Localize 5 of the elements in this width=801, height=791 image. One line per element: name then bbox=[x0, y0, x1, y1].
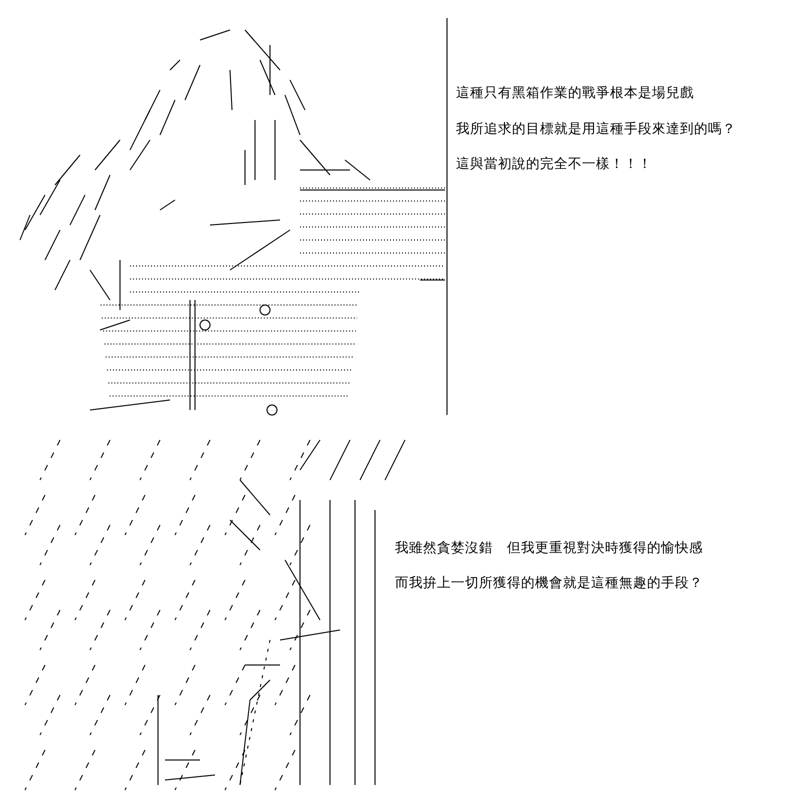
dialogue-text: 而我拚上一切所獲得的機會就是這種無趣的手段？ bbox=[395, 574, 703, 592]
dialogue-text: 我雖然貪婪沒錯 但我更重視對決時獲得的愉快感 bbox=[395, 539, 703, 557]
dialogue-text: 這種只有黑箱作業的戰爭根本是場兒戲 bbox=[456, 84, 694, 102]
dialogue-text: 這與當初說的完全不一樣！！！ bbox=[456, 155, 652, 173]
dialogue-text: 我所追求的目標就是用這種手段來達到的嗎？ bbox=[456, 120, 736, 138]
